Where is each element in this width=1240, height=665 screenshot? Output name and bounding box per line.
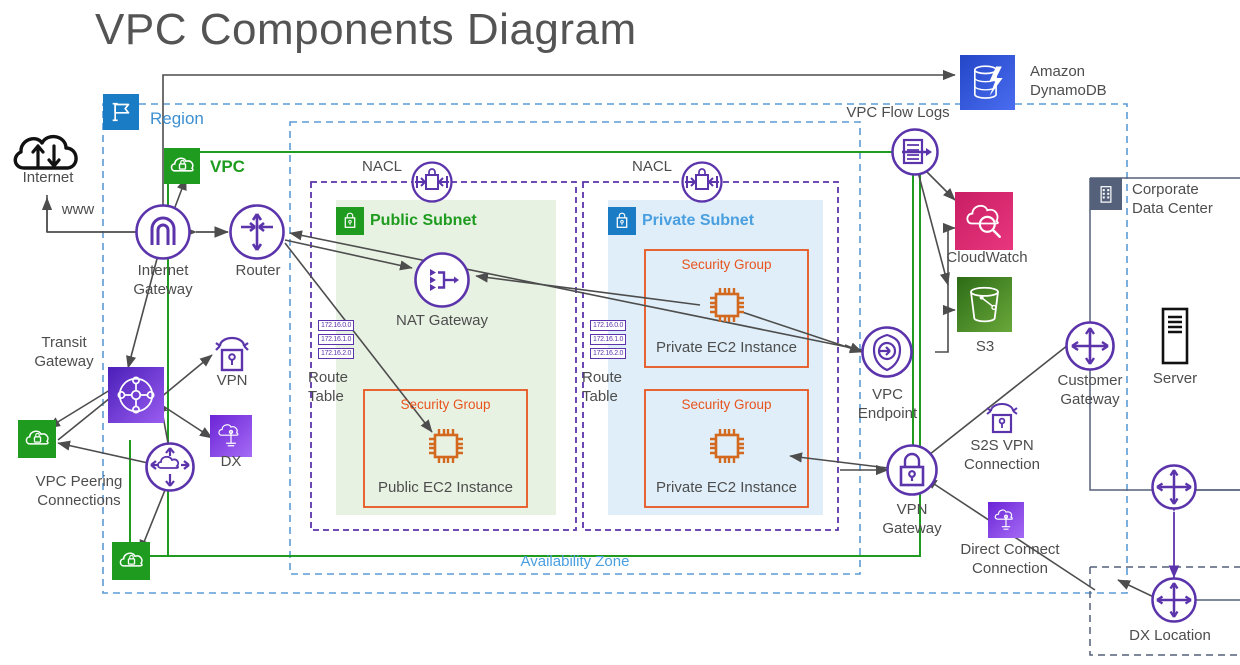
www-label: www xyxy=(61,201,95,218)
vpn-lock-icon xyxy=(210,332,254,378)
security-group-label-private-top: Security Group xyxy=(681,257,772,272)
transit-gateway-label: Transit Gateway xyxy=(34,334,94,370)
cidr-chip: 172.16.2.0 xyxy=(318,348,355,359)
vpc-peering-connection-icon xyxy=(144,441,196,493)
ec2-chip-icon-3 xyxy=(705,424,749,468)
cidr-chip: 172.16.2.0 xyxy=(590,348,627,359)
dynamodb-icon xyxy=(960,55,1015,110)
public-subnet-label: Public Subnet xyxy=(370,212,477,229)
private-subnet-label: Private Subnet xyxy=(642,212,755,229)
ec2-chip-icon-2 xyxy=(705,283,749,327)
cidr-chip: 172.16.0.0 xyxy=(318,320,355,331)
direct-connect-icon xyxy=(210,415,252,457)
vpc-peering-cloud-icon xyxy=(18,420,56,458)
vpc-endpoint-icon xyxy=(860,325,914,379)
transit-gateway-icon xyxy=(108,367,164,423)
page-title: VPC Components Diagram xyxy=(95,5,637,54)
vpn-gateway-label: VPN Gateway xyxy=(882,501,942,537)
vpc-label: VPC xyxy=(210,157,245,176)
s3-bucket-icon xyxy=(957,277,1012,332)
corporate-data-center-label: Corporate Data Center xyxy=(1132,181,1213,217)
route-table-label-public: Route Table xyxy=(308,369,349,405)
dx-label: DX xyxy=(220,453,242,470)
internet-cloud-icon xyxy=(10,128,85,176)
server-label: Server xyxy=(1152,370,1198,387)
nat-gateway-icon xyxy=(413,251,471,309)
cidr-chip: 172.16.1.0 xyxy=(590,334,627,345)
region-label: Region xyxy=(150,109,204,128)
cloudwatch-label: CloudWatch xyxy=(946,249,1028,266)
vpc-cloud-lock-icon xyxy=(164,148,200,184)
router-label: Router xyxy=(235,262,281,279)
public-subnet-lock-icon xyxy=(336,207,364,235)
availability-zone-label: Availability Zone xyxy=(520,553,630,570)
vpn-label: VPN xyxy=(216,372,248,389)
private-ec2-label-bottom: Private EC2 Instance xyxy=(656,479,797,496)
security-group-label-public: Security Group xyxy=(400,397,491,412)
security-group-label-private-bottom: Security Group xyxy=(681,397,772,412)
private-subnet-lock-icon xyxy=(608,207,636,235)
server-icon xyxy=(1152,305,1198,367)
customer-gateway-label: Customer Gateway xyxy=(1057,372,1123,408)
nacl-icon xyxy=(410,160,454,204)
internet-gateway-label: Internet Gateway xyxy=(133,262,193,298)
nat-gateway-label: NAT Gateway xyxy=(396,312,488,329)
private-ec2-label-top: Private EC2 Instance xyxy=(656,339,797,356)
dx-router-icon-2 xyxy=(1150,576,1198,624)
dx-location-label: DX Location xyxy=(1129,627,1211,644)
vpc-peering-cloud-icon-2 xyxy=(112,542,150,580)
flow-logs-icon xyxy=(890,127,940,177)
cloudwatch-icon xyxy=(955,192,1013,250)
region-flag-icon xyxy=(103,94,139,130)
nacl-icon-2 xyxy=(680,160,724,204)
nacl-label-private: NACL xyxy=(632,158,673,175)
customer-gateway-icon xyxy=(1064,320,1116,372)
nacl-label-public: NACL xyxy=(362,158,403,175)
vpc-endpoint-label: VPC Endpoint xyxy=(857,386,918,422)
router-icon xyxy=(228,203,286,261)
public-ec2-label: Public EC2 Instance xyxy=(377,479,514,496)
vpc-peering-label: VPC Peering Connections xyxy=(35,473,123,509)
datacenter-building-icon xyxy=(1090,178,1122,210)
ec2-chip-icon xyxy=(424,424,468,468)
internet-label: Internet xyxy=(22,169,74,186)
vpn-gateway-lock-icon xyxy=(885,443,939,497)
dx-router-icon xyxy=(1150,463,1198,511)
s2s-vpn-connection-label: S2S VPN Connection xyxy=(964,437,1040,473)
direct-connect-connection-label: Direct Connect Connection xyxy=(960,541,1060,577)
route-table-label-private: Route Table xyxy=(582,369,623,405)
cidr-chip: 172.16.1.0 xyxy=(318,334,355,345)
dynamodb-label: Amazon DynamoDB xyxy=(1030,63,1107,99)
vpc-flow-logs-label: VPC Flow Logs xyxy=(846,104,950,121)
internet-gateway-icon xyxy=(134,203,192,261)
direct-connect-connection-icon xyxy=(988,502,1024,538)
s2s-vpn-lock-icon xyxy=(982,398,1022,440)
cidr-chip: 172.16.0.0 xyxy=(590,320,627,331)
s3-label: S3 xyxy=(975,338,995,355)
